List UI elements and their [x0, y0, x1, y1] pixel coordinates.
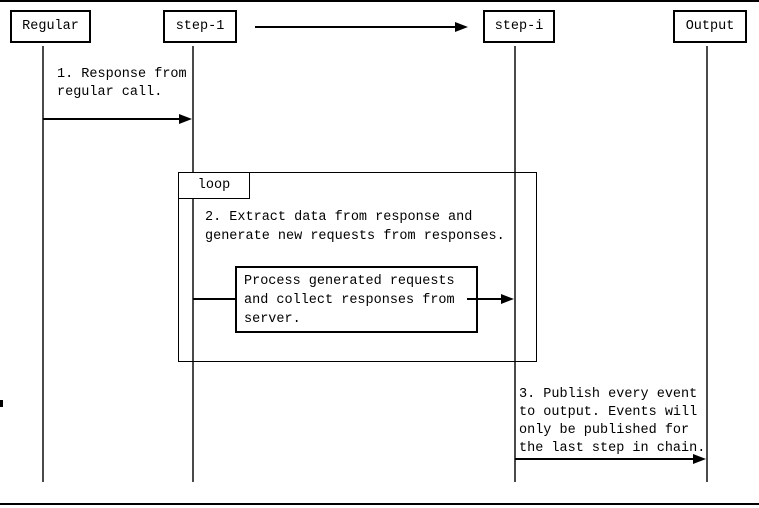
chain-arrow-head-icon	[455, 22, 468, 32]
actor-label-output: Output	[685, 19, 735, 34]
loop-fragment-frame	[178, 172, 537, 362]
loop-fragment-tab: loop	[178, 172, 250, 199]
note-message-1: 1. Response from regular call.	[57, 67, 187, 100]
process-box: Process generated requests and collect r…	[235, 266, 478, 333]
message-3-arrow-head-icon	[693, 454, 706, 464]
process-arrow-head-icon	[501, 294, 514, 304]
actor-box-step-i: step-i	[483, 10, 555, 43]
actor-label-step-1: step-1	[175, 19, 225, 34]
chain-arrow-line	[255, 26, 456, 28]
message-3-arrow-line	[515, 458, 694, 460]
lifeline-output	[706, 46, 708, 482]
actor-label-regular: Regular	[22, 19, 79, 34]
left-edge-tick	[0, 400, 3, 407]
loop-label: loop	[197, 178, 231, 193]
actor-box-output: Output	[673, 10, 747, 43]
bottom-border-line	[0, 503, 759, 505]
note-message-2: 2. Extract data from response and genera…	[205, 210, 505, 244]
process-connector-line	[193, 298, 236, 300]
top-border-line	[0, 0, 759, 2]
message-1-arrow-head-icon	[179, 114, 192, 124]
actor-box-step-1: step-1	[163, 10, 237, 43]
message-1-arrow-line	[43, 118, 180, 120]
actor-label-step-i: step-i	[494, 19, 544, 34]
note-message-3: 3. Publish every event to output. Events…	[519, 387, 706, 456]
actor-box-regular: Regular	[10, 10, 91, 43]
lifeline-regular	[42, 46, 44, 482]
lifeline-step-i	[514, 46, 516, 482]
process-arrow-line	[467, 298, 502, 300]
lifeline-step-1	[192, 46, 194, 482]
